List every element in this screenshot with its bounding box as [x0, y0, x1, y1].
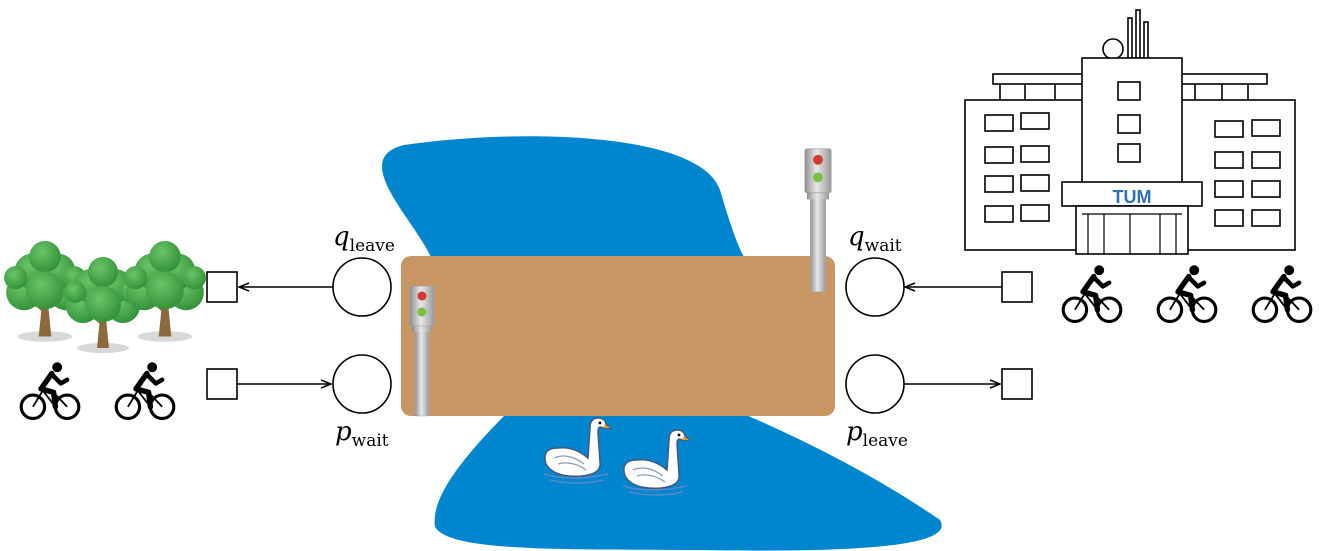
- place-p-leave: [845, 354, 905, 414]
- university-building-icon: [964, 9, 1296, 255]
- place-p-wait: [332, 354, 392, 414]
- label-p-leave: pleave: [846, 417, 908, 451]
- bicycle-rider-icon: [21, 362, 79, 418]
- transition-right-bottom: [1001, 368, 1033, 400]
- bridge: [401, 256, 835, 416]
- bicycle-rider-icon: [1158, 265, 1216, 321]
- transition-left-bottom: [206, 368, 238, 400]
- tum-logo: TUM: [1113, 187, 1152, 207]
- label-p-wait: pwait: [335, 417, 389, 451]
- bicycle-rider-icon: [116, 362, 174, 418]
- transition-right-top: [1001, 271, 1033, 303]
- place-q-wait: [845, 257, 905, 317]
- label-q-leave: qleave: [333, 222, 395, 256]
- place-q-leave: [332, 257, 392, 317]
- label-q-wait: qwait: [848, 222, 902, 256]
- tree-icon: [122, 239, 208, 344]
- transition-left-top: [206, 271, 238, 303]
- bicycle-rider-icon: [1253, 265, 1311, 321]
- bicycle-rider-icon: [1063, 265, 1121, 321]
